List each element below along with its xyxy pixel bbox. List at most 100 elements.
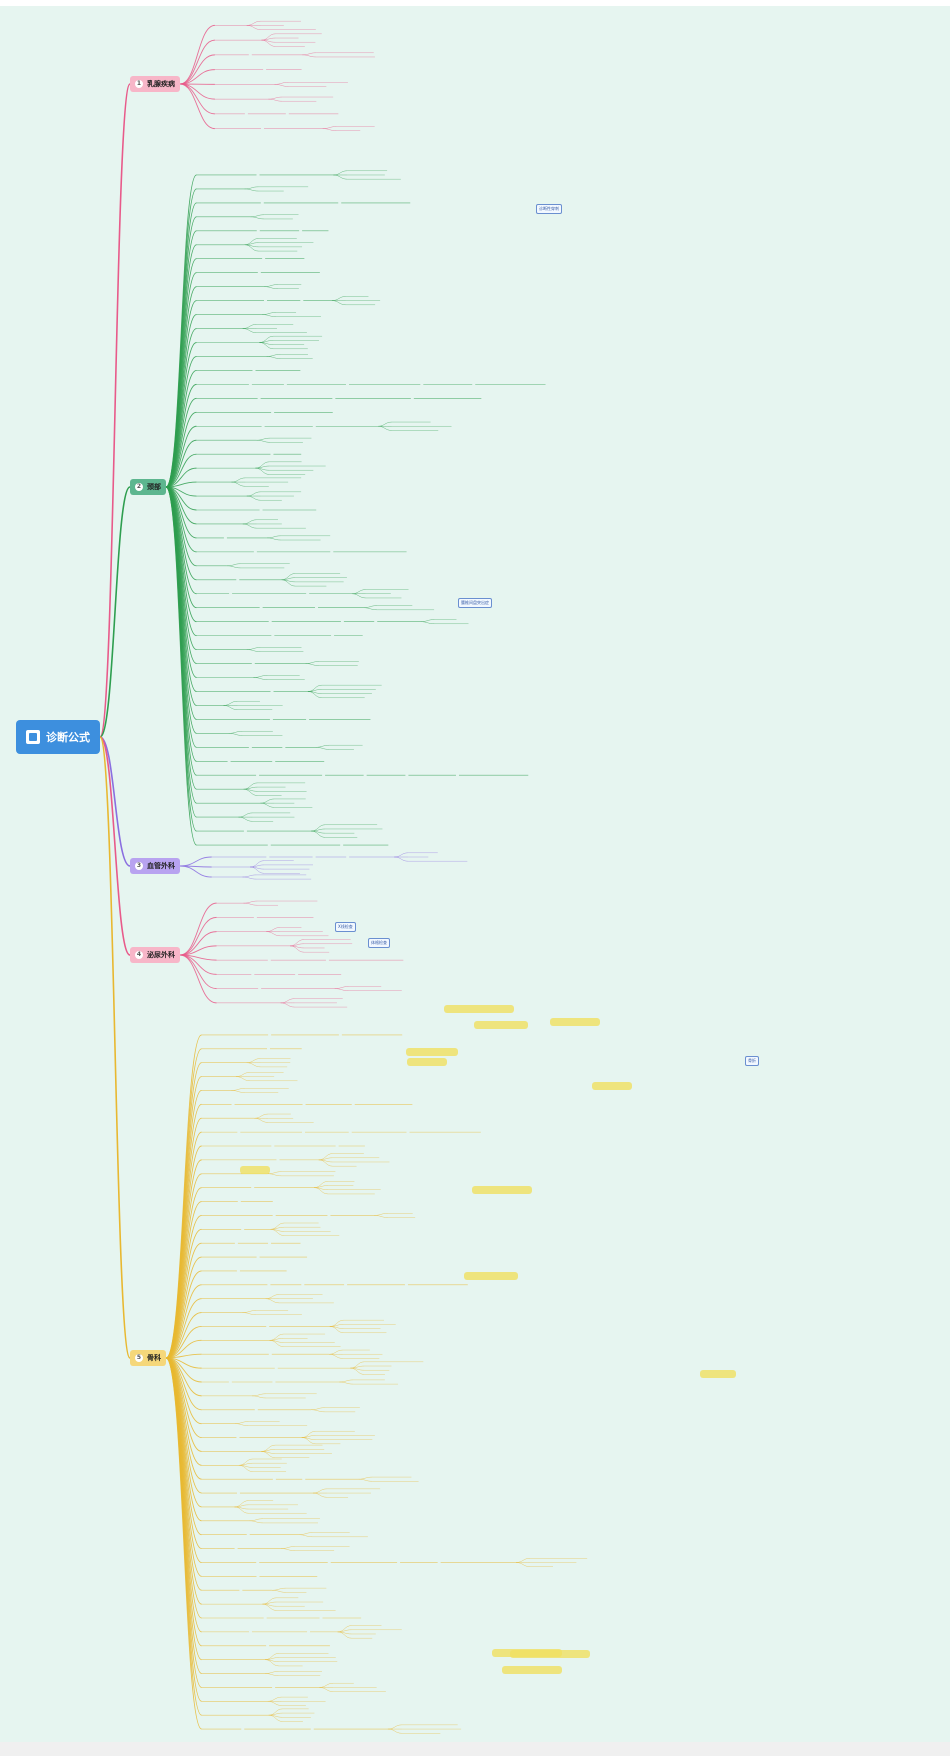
branch-line — [281, 1546, 296, 1549]
branch-line — [231, 481, 246, 487]
branch-line — [242, 874, 257, 878]
top-edge — [0, 0, 950, 6]
section-number: 3 — [135, 862, 143, 870]
section-label: 血管外科 — [147, 862, 175, 870]
branch-line — [270, 1226, 285, 1230]
branch-line — [242, 1310, 257, 1313]
branch-line — [331, 300, 346, 306]
branch-line — [99, 736, 131, 867]
branch-line — [331, 296, 346, 301]
branch-line — [261, 37, 276, 41]
branch-line — [238, 816, 253, 822]
highlight-mark — [240, 1166, 270, 1174]
branch-line — [165, 453, 197, 488]
section-number: 4 — [135, 951, 143, 959]
branch-line — [179, 916, 217, 956]
branch-line — [231, 1088, 246, 1091]
branch-line — [307, 691, 322, 699]
branch-line — [339, 1381, 354, 1385]
branch-line — [223, 705, 238, 710]
branch-line — [165, 1284, 202, 1359]
branch-line — [244, 242, 259, 246]
branch-line — [264, 1673, 279, 1676]
branch-line — [264, 286, 279, 290]
branch-line — [269, 1338, 284, 1341]
root-node[interactable]: 诊断公式 — [16, 720, 100, 754]
branch-line — [255, 465, 270, 469]
section-node[interactable]: 3 血管外科 — [130, 858, 180, 874]
branch-line — [226, 565, 241, 569]
branch-line — [179, 856, 212, 867]
branch-line — [350, 1367, 365, 1375]
branch-line — [298, 1532, 313, 1535]
branch-line — [269, 1340, 284, 1347]
branch-line — [312, 1488, 327, 1494]
branch-line — [377, 421, 392, 427]
branch-line — [363, 605, 378, 608]
branch-line — [99, 736, 131, 956]
branch-line — [281, 1548, 296, 1551]
section-number: 2 — [135, 483, 143, 491]
branch-line — [319, 1687, 334, 1692]
branch-line — [253, 677, 268, 680]
branch-line — [243, 788, 258, 796]
branch-line — [267, 1173, 282, 1177]
branch-line — [234, 1504, 249, 1508]
branch-line — [165, 1326, 202, 1359]
section-number: 5 — [135, 1354, 143, 1362]
branch-line — [244, 244, 259, 252]
branch-line — [301, 1435, 316, 1438]
branch-line — [516, 1558, 531, 1563]
note-box: 腰椎间盘突出症 — [458, 598, 492, 608]
branch-line — [363, 607, 378, 611]
branch-line — [165, 439, 197, 488]
branch-line — [394, 856, 409, 862]
branch-line — [315, 744, 330, 748]
branch-line — [310, 1409, 325, 1413]
note-label: X线检查 — [338, 924, 353, 929]
branch-line — [350, 1365, 365, 1369]
branch-line — [99, 736, 131, 1359]
branch-line — [268, 98, 283, 102]
branch-line — [253, 675, 268, 678]
branch-line — [246, 649, 261, 652]
section-node[interactable]: 2 颈部 — [130, 479, 166, 495]
branch-line — [250, 214, 265, 218]
section-number: 1 — [135, 80, 143, 88]
branch-line — [242, 519, 257, 525]
branch-line — [246, 1058, 261, 1063]
branch-line — [265, 1298, 280, 1304]
branch-line — [254, 1113, 269, 1119]
branch-line — [242, 328, 257, 333]
branch-line — [244, 188, 259, 192]
branch-line — [243, 786, 258, 790]
branch-line — [394, 852, 409, 858]
branch-line — [311, 830, 326, 838]
branch-line — [234, 1421, 249, 1424]
branch-line — [302, 54, 317, 58]
branch-line — [179, 54, 215, 85]
note-box: 体格检查 — [368, 938, 390, 948]
branch-line — [252, 1395, 267, 1399]
branch-line — [179, 24, 216, 85]
branch-line — [259, 342, 274, 350]
branch-line — [256, 439, 271, 443]
branch-line — [329, 1326, 344, 1334]
branch-line — [264, 1657, 279, 1660]
branch-line — [266, 927, 281, 932]
branch-line — [165, 1270, 202, 1359]
branch-line — [281, 579, 296, 587]
branch-line — [244, 186, 259, 190]
branch-line — [315, 747, 330, 750]
branch-line — [262, 312, 277, 315]
section-label: 颈部 — [147, 483, 161, 491]
branch-line — [165, 1242, 202, 1359]
branch-line — [266, 354, 281, 357]
branch-line — [255, 467, 270, 475]
branch-line — [235, 1076, 250, 1082]
branch-line — [249, 1520, 264, 1524]
branch-line — [179, 865, 212, 878]
